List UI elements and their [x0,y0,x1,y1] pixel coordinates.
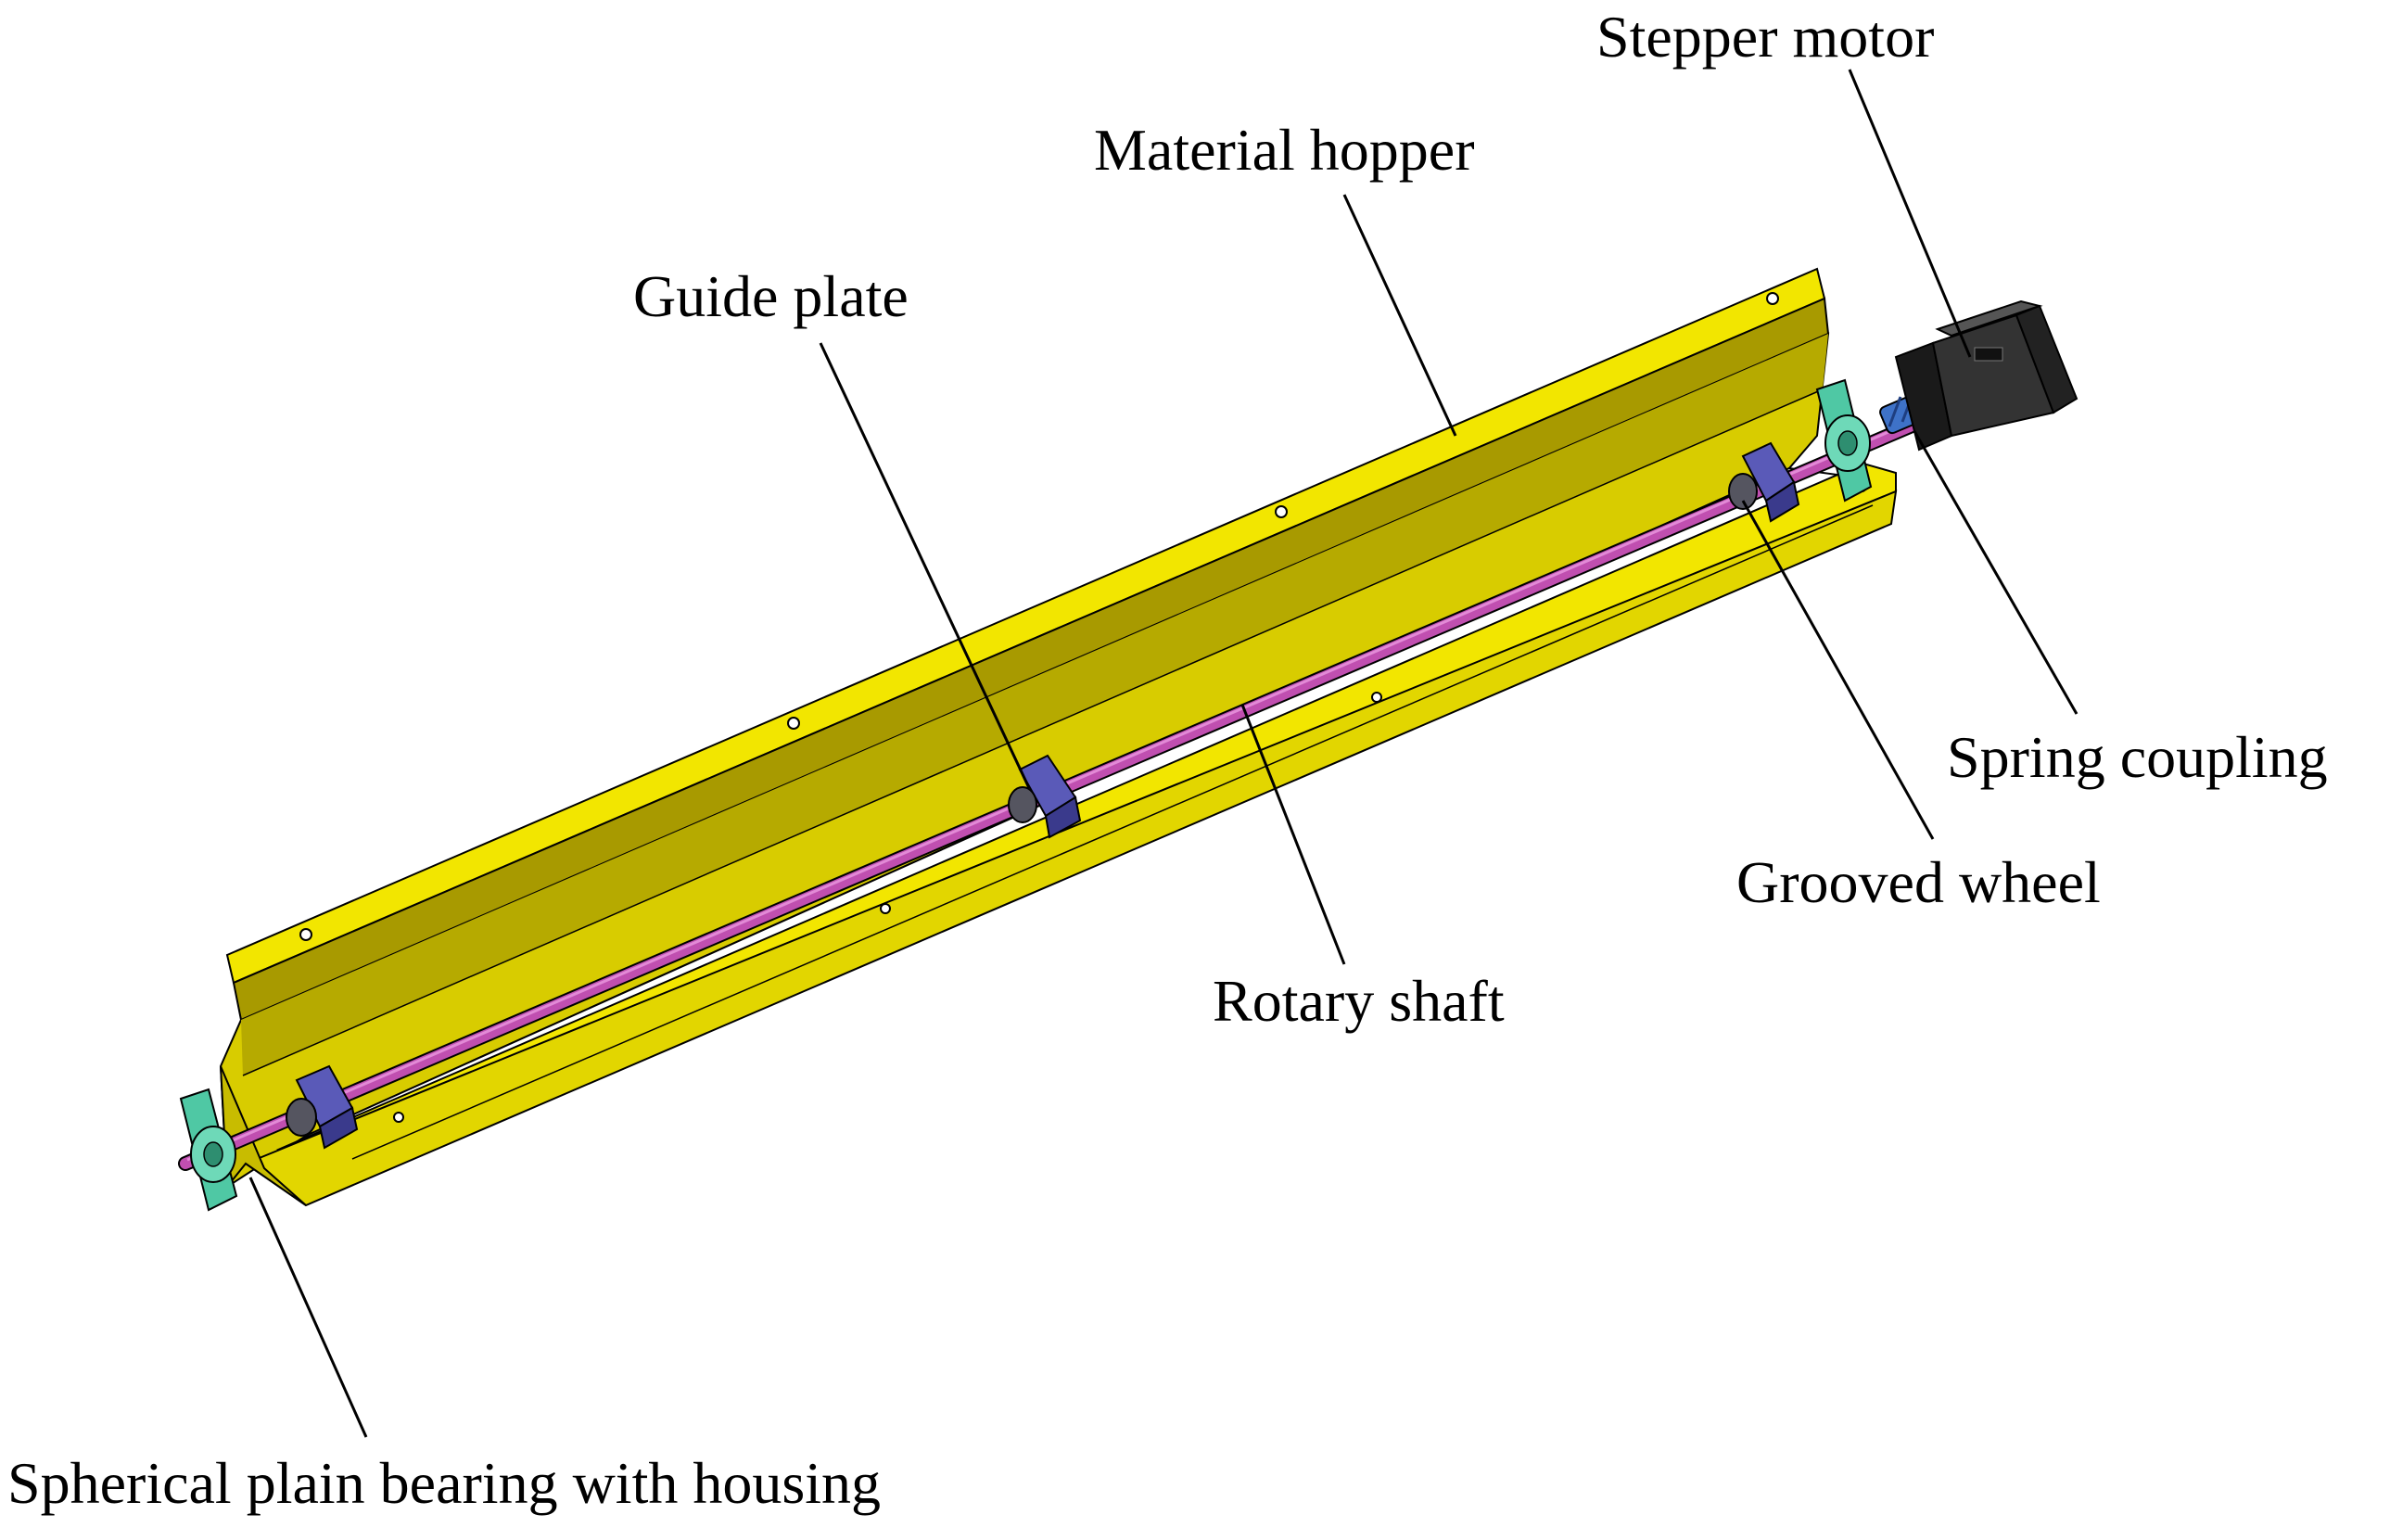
label-guide-plate: Guide plate [633,263,909,329]
mounting-hole [1766,292,1779,305]
leader-bearing [248,1177,368,1438]
leader-rotary-shaft [1240,704,1346,965]
grooved-wheel-right [1728,473,1758,510]
grooved-wheel-middle [1008,786,1037,823]
mounting-hole [787,717,800,730]
grooved-wheel-left [286,1098,317,1137]
label-bearing: Spherical plain bearing with housing [7,1450,882,1516]
label-stepper-motor: Stepper motor [1596,4,1935,70]
guide-plate-middle [1018,754,1082,839]
bearing-left [179,1088,238,1212]
mounting-hole [299,928,312,941]
mounting-hole [1371,692,1382,703]
label-grooved-wheel: Grooved wheel [1736,849,2101,915]
leader-material-hopper [1342,194,1457,437]
leader-lines [248,69,2079,1438]
leader-grooved-wheel [1741,500,1935,840]
bearing-right [1815,378,1873,503]
label-rotary-shaft: Rotary shaft [1213,968,1505,1034]
label-spring-coupling: Spring coupling [1947,724,2328,790]
leader-stepper-motor [1848,69,1972,358]
label-material-hopper: Material hopper [1094,117,1475,183]
hopper-shadow-band [241,334,1828,1075]
hopper-back-wall-face [232,297,1830,1022]
material-hopper [219,267,1898,1207]
mounting-hole [393,1112,404,1123]
guide-plate-right [1741,441,1800,523]
mounting-hole [880,903,891,914]
mounting-hole [1275,505,1288,518]
leader-spring-coupling [1913,430,2079,715]
leader-guide-plate [819,342,1031,789]
stepper-motor [1894,299,2079,452]
